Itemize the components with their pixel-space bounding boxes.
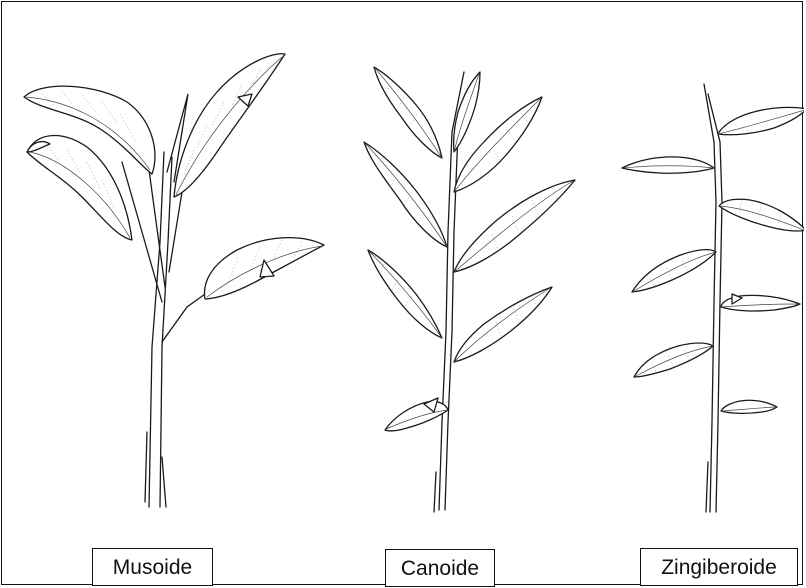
canoide-plant xyxy=(364,67,575,512)
zingiberoide-plant xyxy=(622,84,804,512)
canoide-label: Canoide xyxy=(385,549,495,587)
zingiberoide-label: Zingiberoide xyxy=(640,548,798,586)
musoide-plant xyxy=(24,54,324,507)
musoide-label: Musoide xyxy=(92,548,213,586)
